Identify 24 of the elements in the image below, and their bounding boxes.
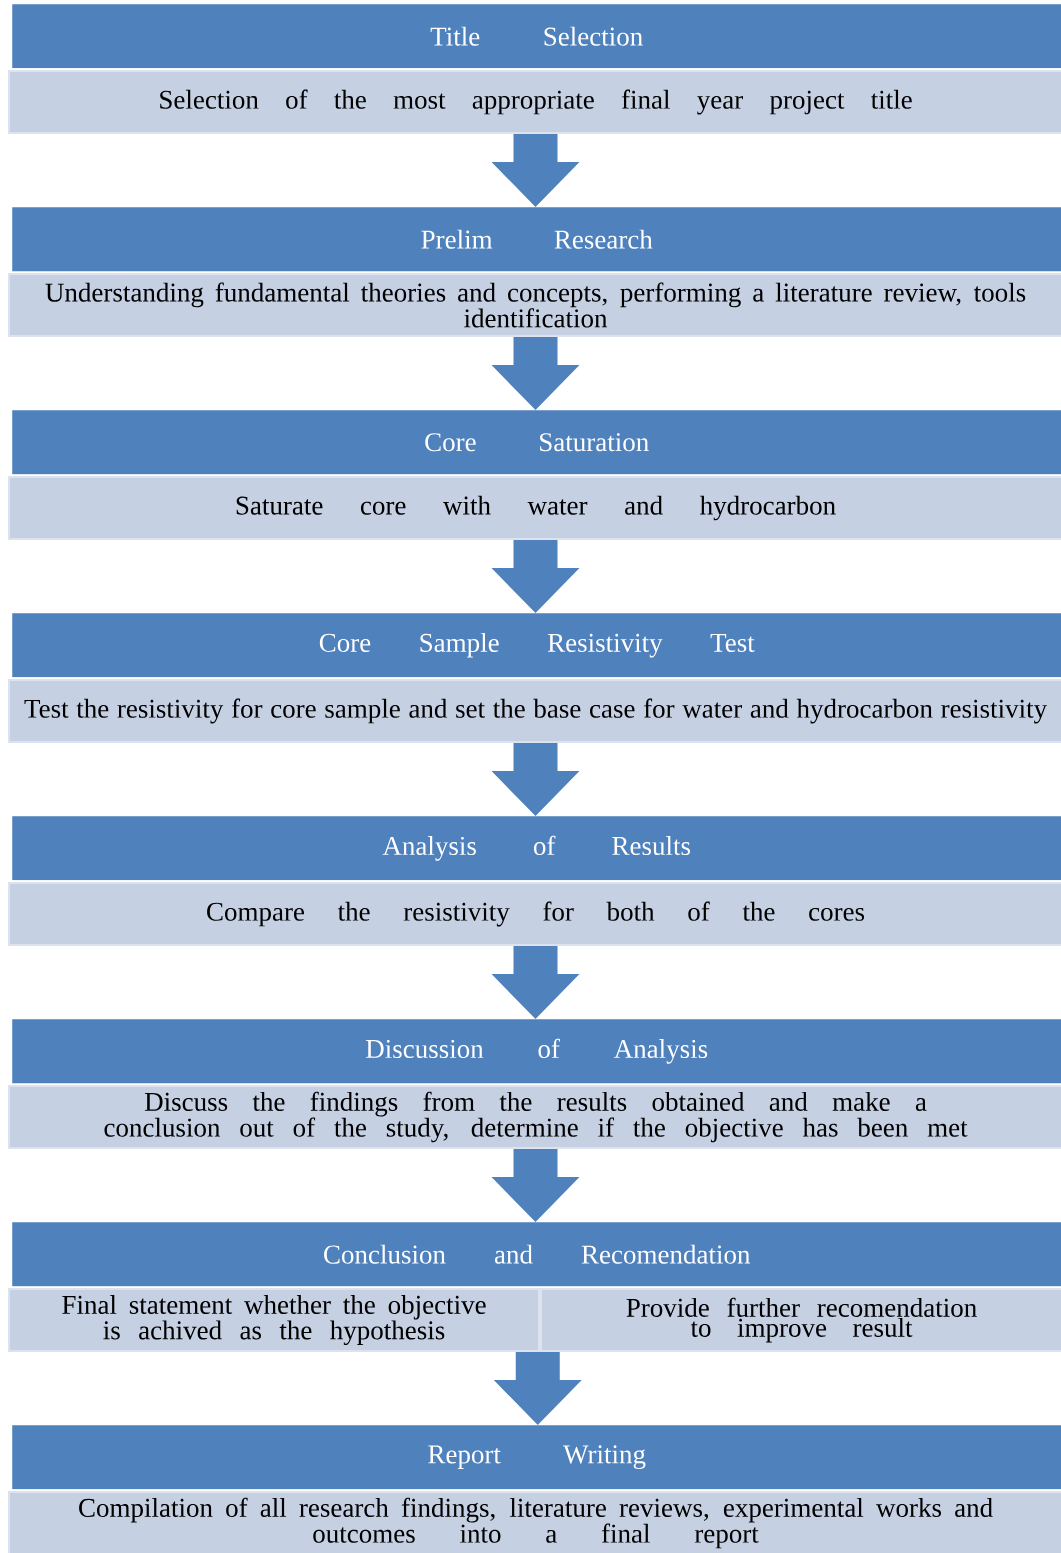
arrow	[491, 743, 580, 816]
arrow	[491, 337, 580, 410]
description-box: Selection of the most appropriate final year project title	[8, 70, 1061, 134]
description-box: Provide further recomendation to improve result	[540, 1288, 1061, 1352]
description-box: Understanding fundamental theories and concepts, performing a literature review, tools identification	[8, 273, 1061, 337]
stage-header: Conclusion and Recomendation	[12, 1222, 1061, 1287]
stage-header: Core Saturation	[12, 410, 1061, 475]
arrow	[493, 1352, 582, 1425]
description-box: Compilation of all research findings, literature reviews, experimental works and outcomes into a final report	[8, 1491, 1061, 1553]
arrow	[491, 134, 580, 207]
stage-header: Report Writing	[12, 1425, 1061, 1490]
arrow	[491, 540, 580, 613]
description-box: Compare the resistivity for both of the cores	[8, 882, 1061, 946]
description-box: Final statement whether the objective is achived as the hypothesis	[8, 1288, 540, 1352]
description-box: Discuss the findings from the results obtained and make a conclusion out of the study, determine if the objective has been met	[8, 1085, 1061, 1149]
arrow	[491, 946, 580, 1019]
stage-header: Title Selection	[12, 4, 1061, 69]
stage-header: Analysis of Results	[12, 816, 1061, 881]
description-box: Test the resistivity for core sample and set the base case for water and hydrocarbon resistivity	[8, 679, 1061, 743]
stage-header: Core Sample Resistivity Test	[12, 613, 1061, 678]
arrow	[491, 1149, 580, 1222]
stage-header: Discussion of Analysis	[12, 1019, 1061, 1084]
description-box: Saturate core with water and hydrocarbon	[8, 476, 1061, 540]
stage-header: Prelim Research	[12, 207, 1061, 272]
